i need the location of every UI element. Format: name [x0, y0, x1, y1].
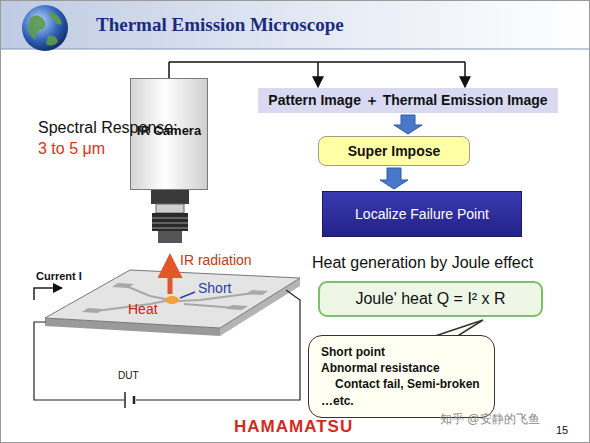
- node-text: …etc.: [321, 393, 354, 409]
- ir-label: IR radiation: [180, 252, 252, 268]
- title-band: [1, 1, 589, 49]
- connector-line: [464, 62, 466, 87]
- circuit-wire: [34, 288, 300, 400]
- process-box: Super Impose: [318, 136, 470, 166]
- formula-box: Joule' heat Q = I² x R: [318, 281, 543, 317]
- brand-logo: HAMAMATSU: [234, 417, 353, 437]
- flow-arrow: [394, 115, 422, 134]
- node-text: Localize Failure Point: [355, 206, 489, 222]
- slide-title: Thermal Emission Microscope: [96, 14, 344, 36]
- heat-label: Heat: [128, 301, 158, 317]
- result-box: Localize Failure Point: [322, 191, 522, 237]
- node-text: Short point: [321, 344, 385, 360]
- camera-lens: [151, 190, 189, 243]
- node-text: Super Impose: [348, 143, 441, 159]
- short-label: Short: [198, 280, 231, 296]
- globe-icon: [22, 5, 68, 51]
- title-rule: [1, 49, 589, 50]
- node-text: Abnormal resistance: [321, 360, 440, 376]
- battery-symbol: [125, 392, 134, 408]
- node-text: Pattern Image ＋ Thermal Emission Image: [268, 92, 547, 110]
- connector-line: [169, 61, 465, 63]
- spec-label: Spectral Response:: [38, 119, 178, 137]
- bracket-arrow: [169, 62, 465, 87]
- current-label: Current I: [36, 270, 82, 283]
- image-band: Pattern Image ＋ Thermal Emission Image: [258, 88, 558, 113]
- callout-bubble: Short pointAbnormal resistanceContact fa…: [308, 335, 495, 418]
- node-text: Contact fail, Semi-broken: [321, 376, 480, 392]
- connector-line: [317, 62, 319, 87]
- ir-radiation-arrow: [170, 258, 171, 294]
- block-arrow: [394, 115, 422, 134]
- node-text: Joule' heat Q = I² x R: [355, 290, 505, 308]
- connector-line: [168, 62, 170, 78]
- block-arrow: [380, 168, 408, 189]
- dut-label: DUT: [118, 370, 139, 382]
- watermark: 知乎 @安静的飞鱼: [440, 413, 540, 427]
- section-heading: Heat generation by Joule effect: [312, 254, 533, 272]
- spec-value: 3 to 5 μm: [38, 140, 105, 158]
- page-number: 15: [556, 424, 568, 437]
- flow-arrow: [380, 168, 408, 189]
